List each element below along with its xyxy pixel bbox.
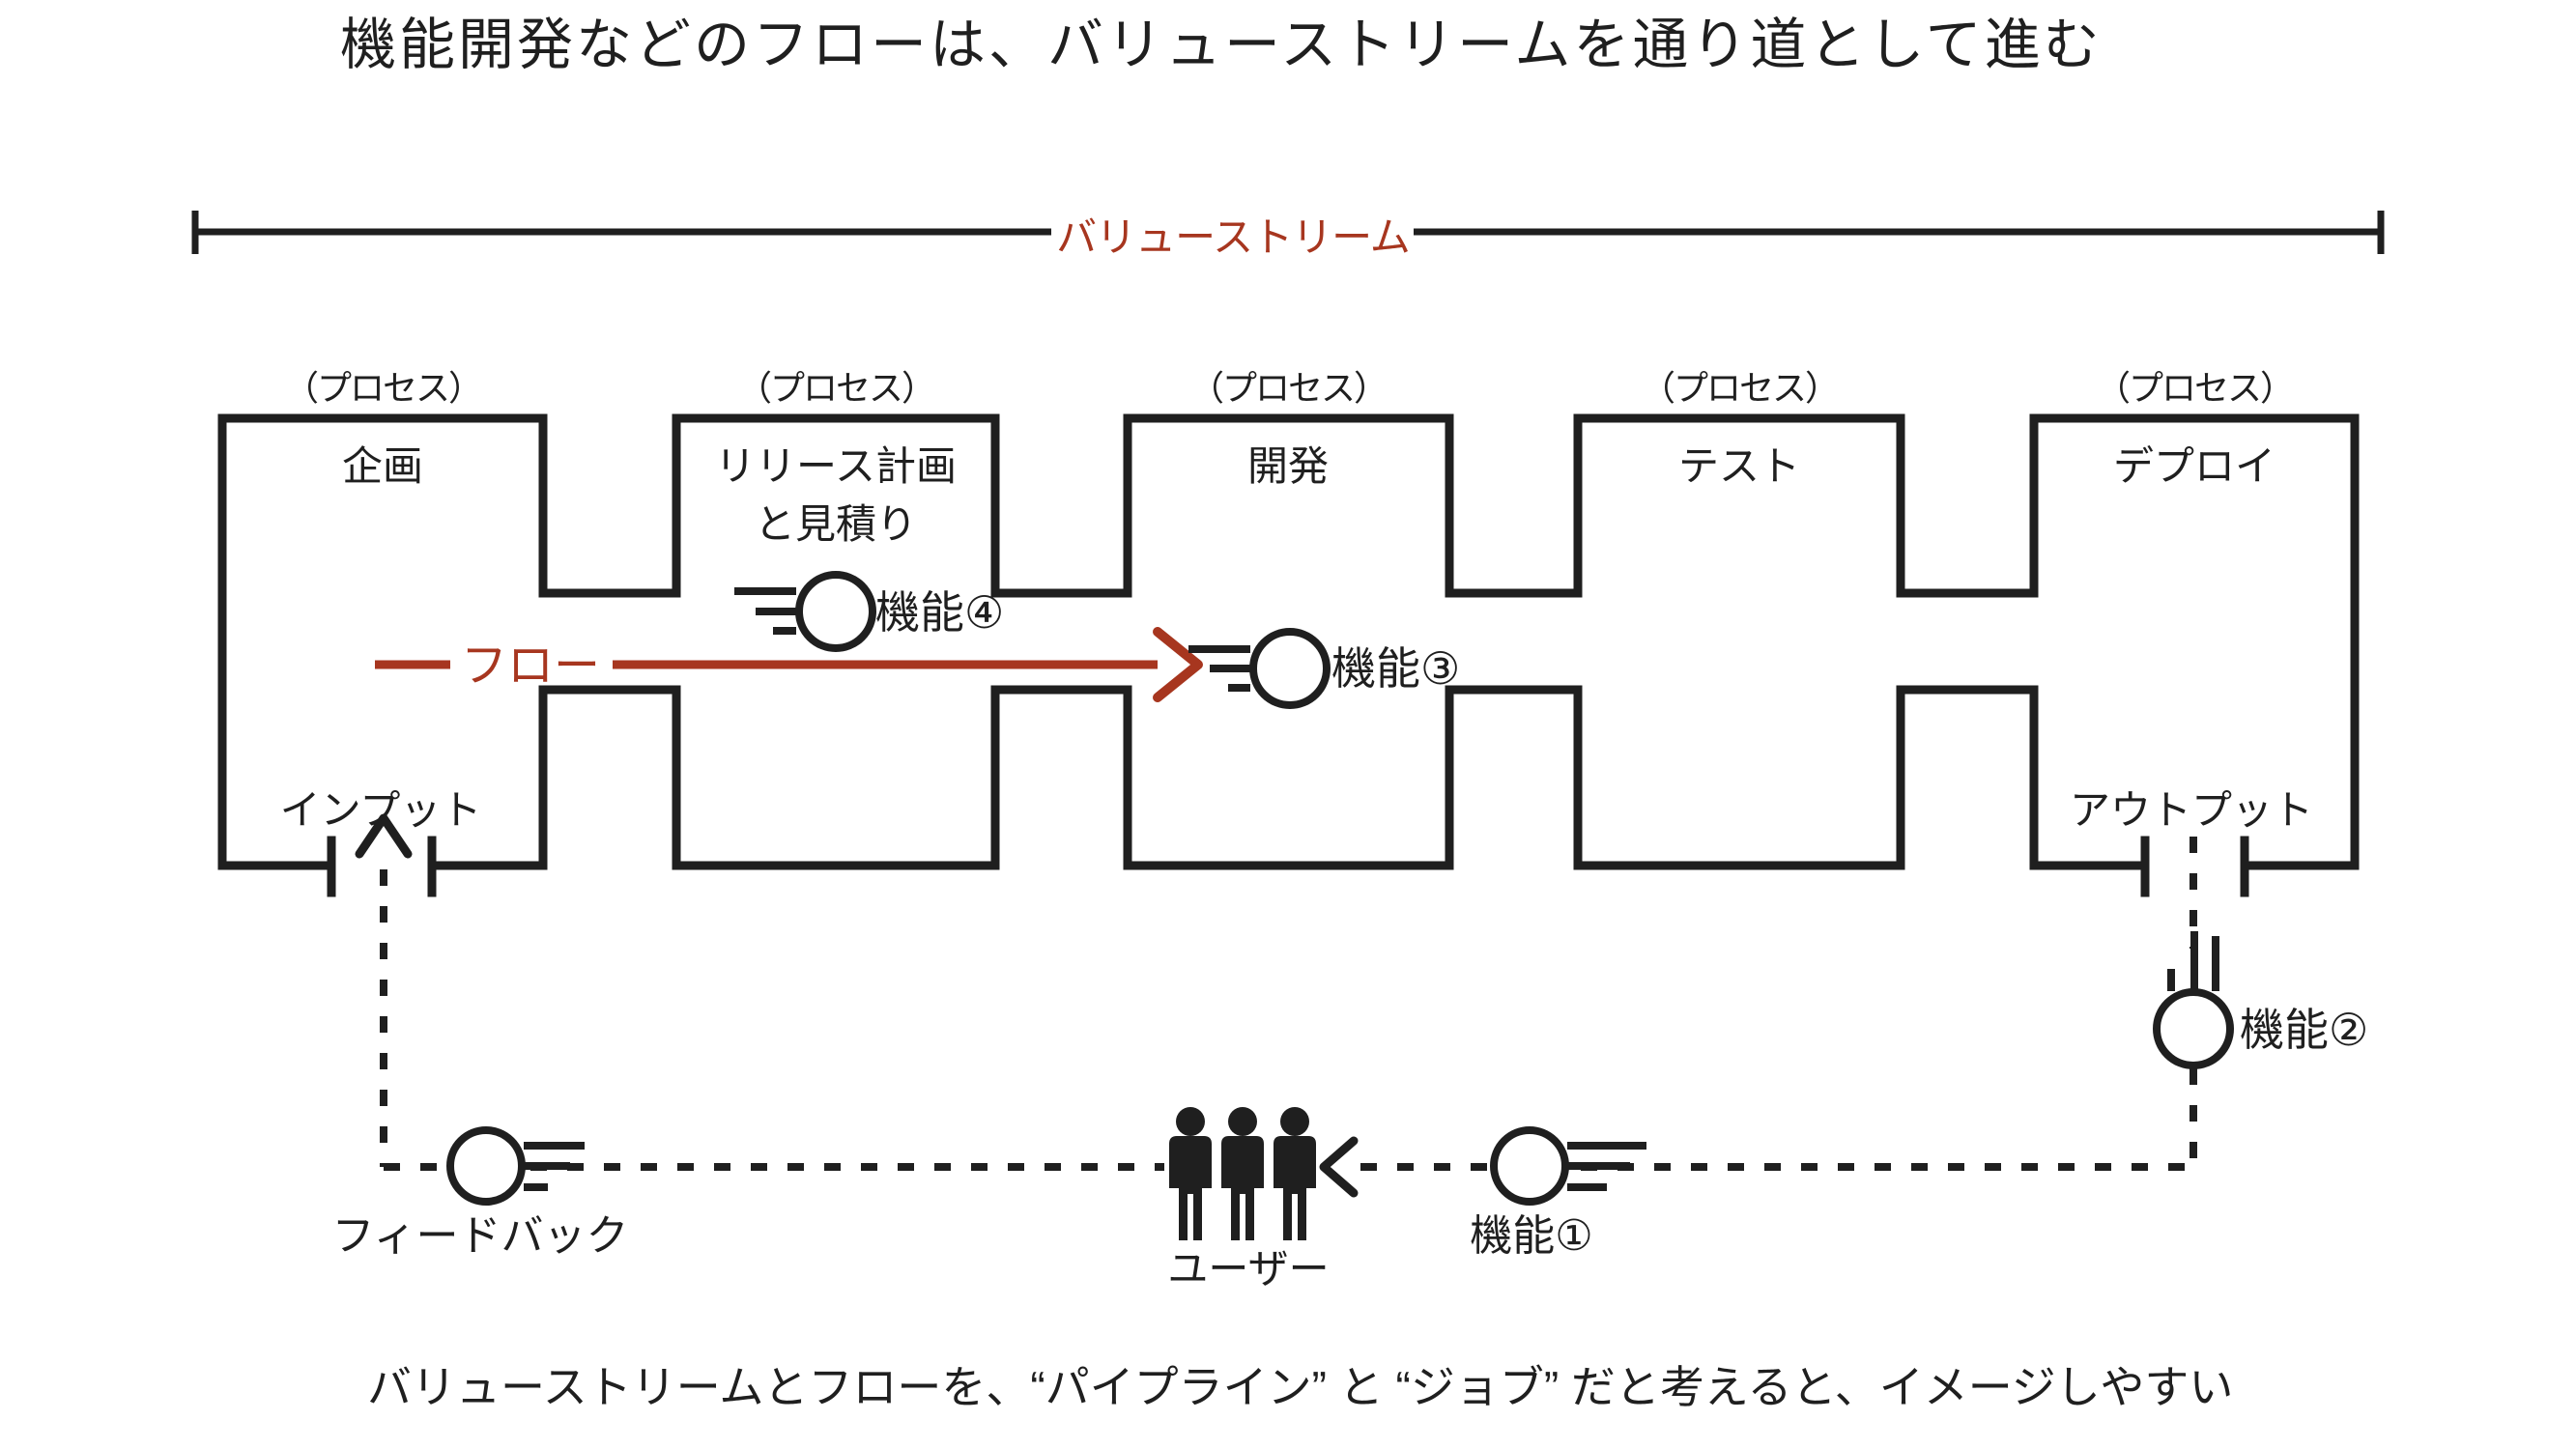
feedback-label: フィードバック <box>331 1212 628 1260</box>
output-port-label: アウトプット <box>2070 787 2313 833</box>
process-name-test: テスト <box>1678 443 1800 489</box>
process-box-deploy <box>2029 413 2360 870</box>
port-jambs <box>327 836 2249 897</box>
user-icon <box>1274 1107 1316 1240</box>
feature-label-4: 機能④ <box>875 587 1004 638</box>
process-name-release-line1: リリース計画 <box>715 443 957 489</box>
users-label: ユーザー <box>1167 1246 1329 1292</box>
feature-circle-icon <box>795 571 876 652</box>
speed-lines-icon <box>524 1142 585 1191</box>
value-stream-bracket: バリューストリーム <box>191 211 2385 260</box>
speed-lines-icon <box>1188 645 1250 692</box>
bracket-line <box>191 211 2385 254</box>
process-tags: （プロセス） （プロセス） （プロセス） （プロセス） （プロセス） <box>284 368 2295 408</box>
process-tag: （プロセス） <box>2096 368 2293 408</box>
flow-arrowhead-icon <box>1153 627 1203 702</box>
process-name-deploy: デプロイ <box>2113 443 2275 489</box>
input-arrowhead-icon <box>355 813 413 859</box>
feature-label-2: 機能② <box>2240 1005 2368 1055</box>
user-icon <box>1169 1107 1212 1240</box>
flow-label: フロー <box>461 640 600 692</box>
process-box-test <box>1573 413 1905 870</box>
feature-token-2: 機能② <box>2153 931 2368 1069</box>
feature-circle-icon <box>2153 988 2234 1069</box>
process-name-release-line2: と見積り <box>755 501 917 547</box>
process-box-release-planning <box>672 413 1000 870</box>
feedback-loop <box>355 813 2197 1198</box>
process-box-planning <box>217 413 548 870</box>
process-tag: （プロセス） <box>1641 368 1838 408</box>
corridor-connectors <box>538 588 2039 695</box>
process-box-development <box>1123 413 1454 870</box>
process-tag: （プロセス） <box>1189 368 1387 408</box>
feature-token-1: 機能① <box>1470 1126 1646 1260</box>
process-boxes <box>217 413 2360 897</box>
feature-token-4: 機能④ <box>734 571 1004 652</box>
feature-token-3: 機能③ <box>1188 628 1460 709</box>
feature-label-3: 機能③ <box>1331 643 1460 694</box>
feature-label-1: 機能① <box>1470 1212 1592 1260</box>
feature-circle-icon <box>1490 1126 1569 1206</box>
process-tag: （プロセス） <box>737 368 934 408</box>
users-arrowhead-icon <box>1319 1136 1359 1198</box>
process-tag: （プロセス） <box>284 368 481 408</box>
speed-lines-icon <box>1567 1142 1646 1191</box>
diagram-caption: バリューストリームとフローを、“パイプライン” と “ジョブ” だと考えると、イ… <box>367 1362 2233 1412</box>
input-port-label: インプット <box>280 787 482 833</box>
speed-lines-icon <box>734 587 796 635</box>
diagram-title: 機能開発などのフローは、バリューストリームを通り道として進む <box>340 14 2103 76</box>
feature-circle-icon <box>1249 628 1331 709</box>
process-name-planning: 企画 <box>342 443 423 489</box>
feedback-token: フィードバック <box>331 1126 629 1260</box>
value-stream-label: バリューストリーム <box>1056 214 1410 260</box>
flow-arrow: フロー <box>375 627 1203 702</box>
speed-lines-icon <box>2167 931 2219 991</box>
process-name-development: 開発 <box>1247 443 1329 489</box>
user-icon <box>1221 1107 1264 1240</box>
users-group: ユーザー <box>1167 1107 1330 1292</box>
process-names: 企画 リリース計画 と見積り 開発 テスト デプロイ <box>342 443 2275 547</box>
feedback-circle-icon <box>446 1126 526 1206</box>
